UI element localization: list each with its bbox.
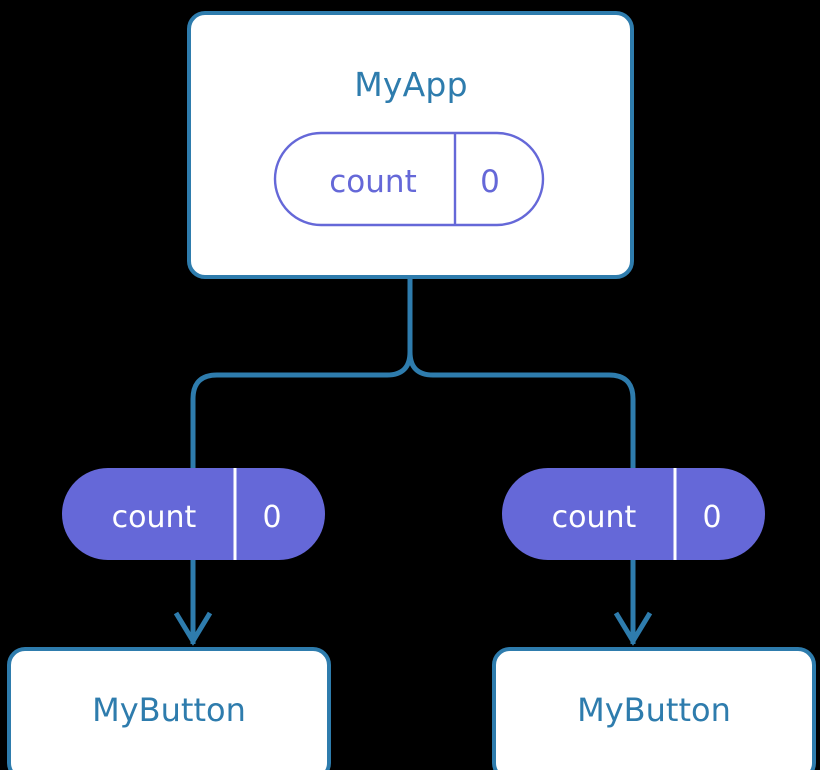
child-left-button-box: [7, 647, 331, 770]
arrowhead-left-icon: [173, 611, 213, 646]
child-right-state-value: 0: [702, 500, 721, 535]
child-right-button-title: MyButton: [577, 691, 731, 729]
root-card-title: MyApp: [354, 65, 467, 104]
root-state-value: 0: [480, 164, 500, 200]
root-state-key: count: [329, 164, 416, 200]
child-right-state-key: count: [552, 500, 637, 535]
root-state-pill-outline: [273, 131, 545, 227]
child-left-button-title: MyButton: [92, 691, 246, 729]
connector-brace-left: [190, 351, 413, 468]
child-left-button-card[interactable]: MyButton: [7, 647, 331, 770]
arrowhead-group: [173, 611, 653, 646]
child-left-state-value: 0: [262, 500, 281, 535]
child-right-button-box: [492, 647, 816, 770]
child-right-button-card[interactable]: MyButton: [492, 647, 816, 770]
root-state-pill[interactable]: count 0: [273, 131, 545, 227]
child-left-state-key: count: [112, 500, 197, 535]
child-left-state-pill[interactable]: count 0: [62, 468, 325, 560]
child-right-state-pill-shape: [502, 468, 765, 560]
connector-brace-right: [407, 351, 636, 468]
child-left-state-pill-shape: [62, 468, 325, 560]
connector-group: [190, 277, 636, 644]
child-right-state-pill[interactable]: count 0: [502, 468, 765, 560]
arrowhead-right-icon: [613, 611, 653, 646]
